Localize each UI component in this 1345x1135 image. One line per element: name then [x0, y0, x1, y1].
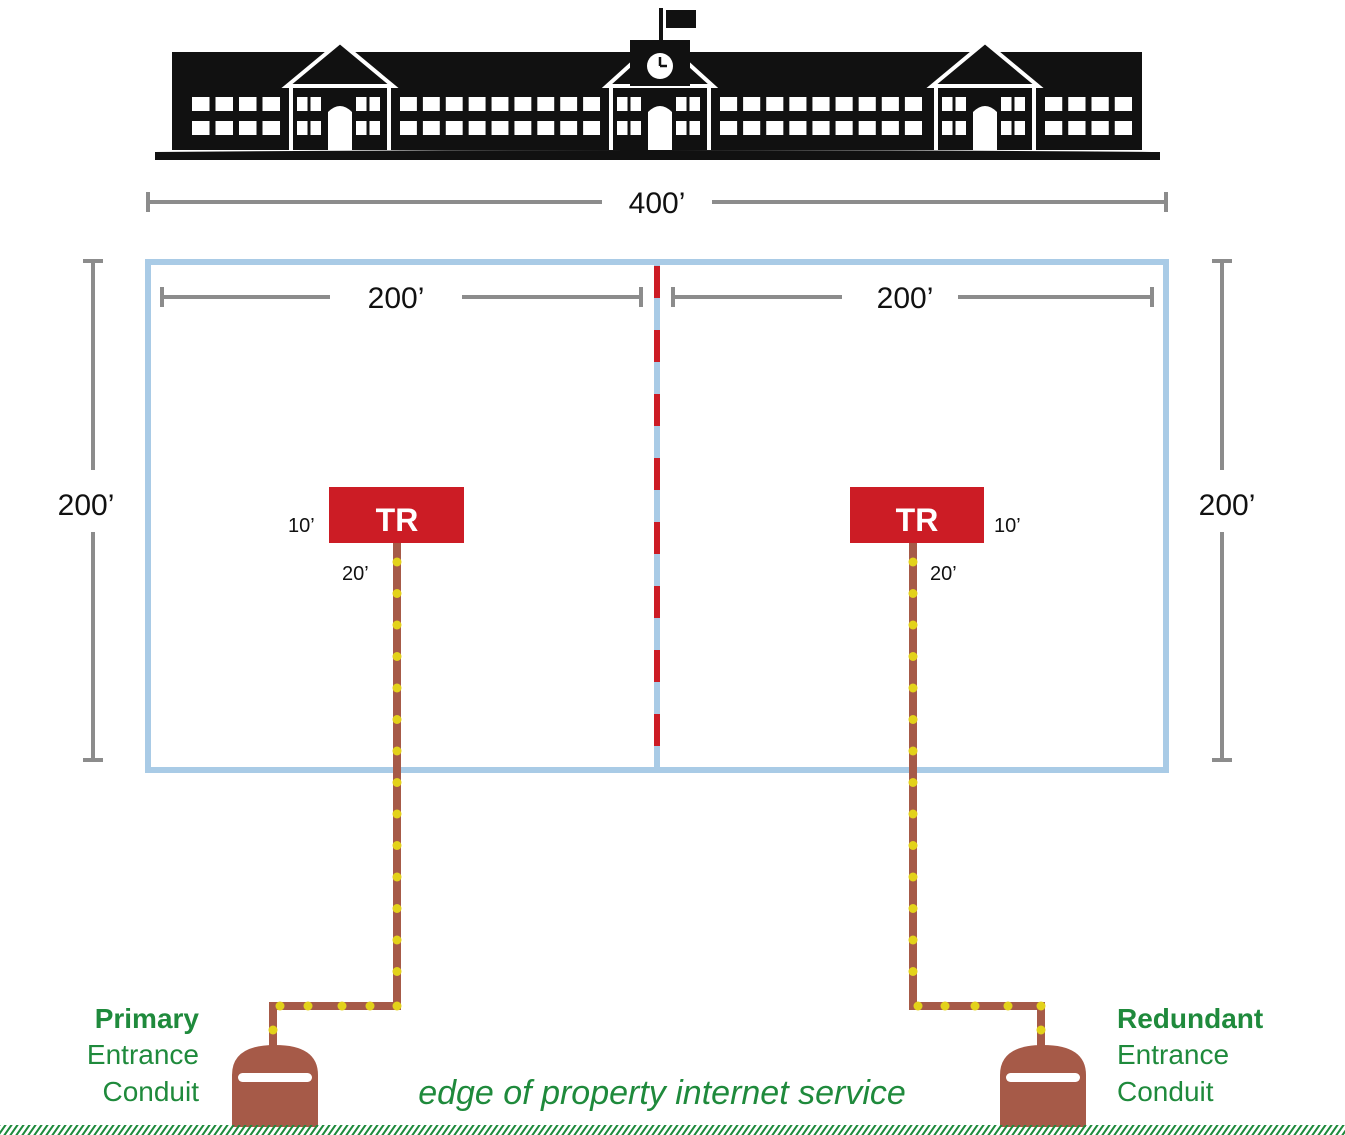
right-telecom-room: TR — [850, 487, 984, 543]
property-edge-label: edge of property internet service — [418, 1074, 906, 1112]
redundant-conduit-label: Redundant Entrance Conduit — [1117, 1003, 1263, 1107]
right-height-dimension — [1212, 259, 1232, 762]
left-height-label: 200’ — [58, 489, 115, 522]
primary-conduit-run — [268, 543, 402, 1048]
primary-label-line3: Conduit — [102, 1076, 199, 1107]
left-half-width-dimension — [160, 287, 643, 307]
right-half-width-label: 200’ — [877, 282, 934, 315]
left-tr-offset-y: 20’ — [342, 563, 369, 585]
right-tr-label: TR — [896, 502, 939, 538]
right-tr-offset-y: 20’ — [930, 563, 957, 585]
right-tr-offset-x: 10’ — [994, 515, 1021, 537]
primary-entrance-box — [232, 1045, 318, 1127]
overall-width-dimension — [146, 192, 1168, 212]
left-telecom-room: TR — [329, 487, 464, 543]
primary-label-bold: Primary — [95, 1003, 200, 1034]
left-height-dimension — [83, 259, 103, 762]
left-tr-offset-x: 10’ — [288, 515, 315, 537]
primary-label-line2: Entrance — [87, 1039, 199, 1070]
school-building-icon — [155, 8, 1160, 160]
redundant-label-line3: Conduit — [1117, 1076, 1214, 1107]
overall-width-label: 400’ — [629, 187, 686, 220]
primary-conduit-label: Primary Entrance Conduit — [87, 1003, 199, 1107]
redundant-label-line2: Entrance — [1117, 1039, 1229, 1070]
right-half-width-dimension — [671, 287, 1154, 307]
right-height-label: 200’ — [1199, 489, 1256, 522]
property-edge-hatch — [0, 1125, 1345, 1135]
left-tr-label: TR — [376, 502, 419, 538]
redundant-conduit-run — [908, 543, 1046, 1048]
left-half-width-label: 200’ — [368, 282, 425, 315]
redundant-label-bold: Redundant — [1117, 1003, 1263, 1034]
redundant-entrance-box — [1000, 1045, 1086, 1127]
